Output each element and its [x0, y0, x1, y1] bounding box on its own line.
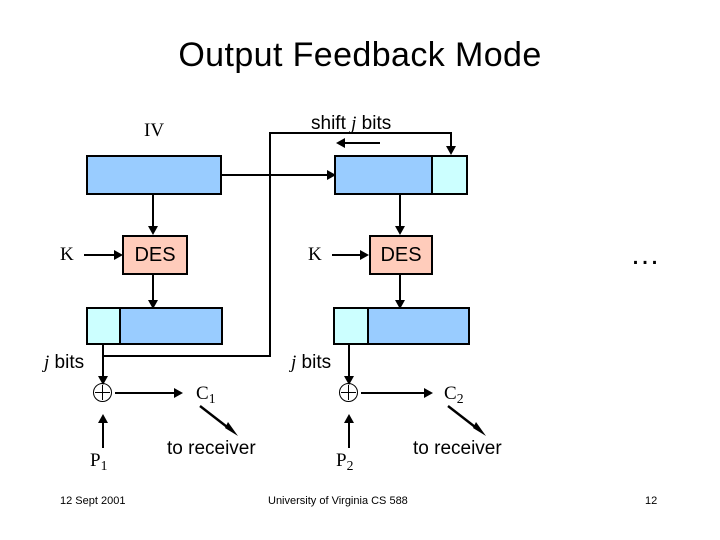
des-block-2-label: DES	[380, 243, 422, 266]
more-stages-ellipsis: …	[630, 238, 663, 271]
iv-label: IV	[144, 120, 165, 141]
j-bits-label-1: j bits	[44, 352, 84, 374]
xor-gate-1	[93, 383, 112, 402]
j-bits-label-2: j bits	[291, 352, 331, 374]
plaintext1-to-xor1-line	[102, 420, 104, 448]
xor2-to-c2-arrowhead	[424, 388, 433, 398]
des1-to-output1-arrowhead	[148, 300, 158, 309]
j-bits-label-2-italic: j	[291, 352, 297, 373]
plaintext-label-2-sub: 2	[346, 457, 354, 473]
des2-to-output2-arrowhead	[395, 300, 405, 309]
shift-direction-arrowhead	[336, 138, 345, 148]
output-register-1	[86, 307, 223, 345]
to-receiver-label-2: to receiver	[413, 438, 502, 459]
register2-to-des2-line	[399, 195, 401, 228]
register2-to-des2-arrowhead	[395, 226, 405, 235]
output2-tap-line	[348, 345, 350, 378]
c1-to-receiver-arrow	[199, 405, 238, 436]
register1-to-register2-line	[222, 174, 330, 176]
feedback-vertical-riser	[269, 132, 271, 357]
output-register-2	[333, 307, 470, 345]
register1-to-register2-arrowhead	[327, 170, 336, 180]
page-title: Output Feedback Mode	[178, 36, 542, 74]
des1-to-output1-line	[152, 275, 154, 302]
ciphertext-label-2: C2	[444, 383, 464, 407]
key-label-2: K	[308, 244, 322, 265]
ciphertext-label-2-base: C	[444, 383, 457, 404]
shift-register-1	[86, 155, 222, 195]
plaintext-label-1-base: P	[90, 450, 101, 471]
output2-tap-arrowhead	[344, 376, 354, 385]
shift-register-2-jbits-segment	[431, 157, 466, 193]
xor1-to-c1-line	[115, 392, 177, 394]
key1-to-des1-arrowhead	[114, 250, 123, 260]
des-block-1: DES	[122, 235, 188, 275]
key1-to-des1-line	[84, 254, 116, 256]
feedback-horizontal-upper	[269, 132, 452, 134]
xor2-to-c2-line	[361, 392, 427, 394]
shift-j-bits-label: shift j bits	[311, 113, 391, 135]
plaintext-label-1: P1	[90, 450, 107, 474]
xor1-to-c1-arrowhead	[174, 388, 183, 398]
des-block-2: DES	[369, 235, 433, 275]
feedback-into-register2-arrowhead	[446, 146, 456, 155]
shift-direction-line	[344, 142, 380, 144]
ciphertext-label-1-base: C	[196, 383, 209, 404]
shift-register-2	[334, 155, 468, 195]
j-bits-label-1-italic: j	[44, 352, 50, 373]
output-register-2-jbits-segment	[335, 309, 369, 343]
plaintext-label-1-sub: 1	[100, 457, 108, 473]
to-receiver-label-1: to receiver	[167, 438, 256, 459]
des2-to-output2-line	[399, 275, 401, 302]
shift-j-bits-suffix: bits	[356, 113, 392, 134]
output-register-1-jbits-segment	[88, 309, 121, 343]
j-bits-label-1-suffix: bits	[49, 352, 85, 373]
key2-to-des2-line	[332, 254, 362, 256]
iv-to-des1-arrowhead	[148, 226, 158, 235]
shift-j-bits-italic: j	[351, 113, 357, 134]
feedback-drop-into-register2	[450, 132, 452, 149]
ciphertext-label-2-sub: 2	[456, 390, 464, 406]
key2-to-des2-arrowhead	[360, 250, 369, 260]
plaintext-label-2: P2	[336, 450, 353, 474]
output1-tap-arrowhead	[98, 376, 108, 385]
feedback-horizontal-lower	[103, 355, 271, 357]
c2-to-receiver-arrow	[447, 405, 486, 436]
ciphertext-label-1-sub: 1	[208, 390, 216, 406]
output1-tap-line	[102, 345, 104, 378]
plaintext2-to-xor2-line	[348, 420, 350, 448]
footer-page-number: 12	[645, 495, 658, 507]
slide-footer: 12 Sept 2001 University of Virginia CS 5…	[0, 495, 720, 515]
des-block-1-label: DES	[134, 243, 176, 266]
j-bits-label-2-suffix: bits	[296, 352, 332, 373]
plaintext1-to-xor1-arrowhead	[98, 414, 108, 423]
shift-j-bits-prefix: shift	[311, 113, 352, 134]
iv-to-des1-line	[152, 195, 154, 228]
footer-organization: University of Virginia CS 588	[268, 495, 408, 507]
plaintext2-to-xor2-arrowhead	[344, 414, 354, 423]
ciphertext-label-1: C1	[196, 383, 216, 407]
xor-gate-2	[339, 383, 358, 402]
plaintext-label-2-base: P	[336, 450, 347, 471]
footer-date: 12 Sept 2001	[60, 495, 126, 507]
key-label-1: K	[60, 244, 74, 265]
